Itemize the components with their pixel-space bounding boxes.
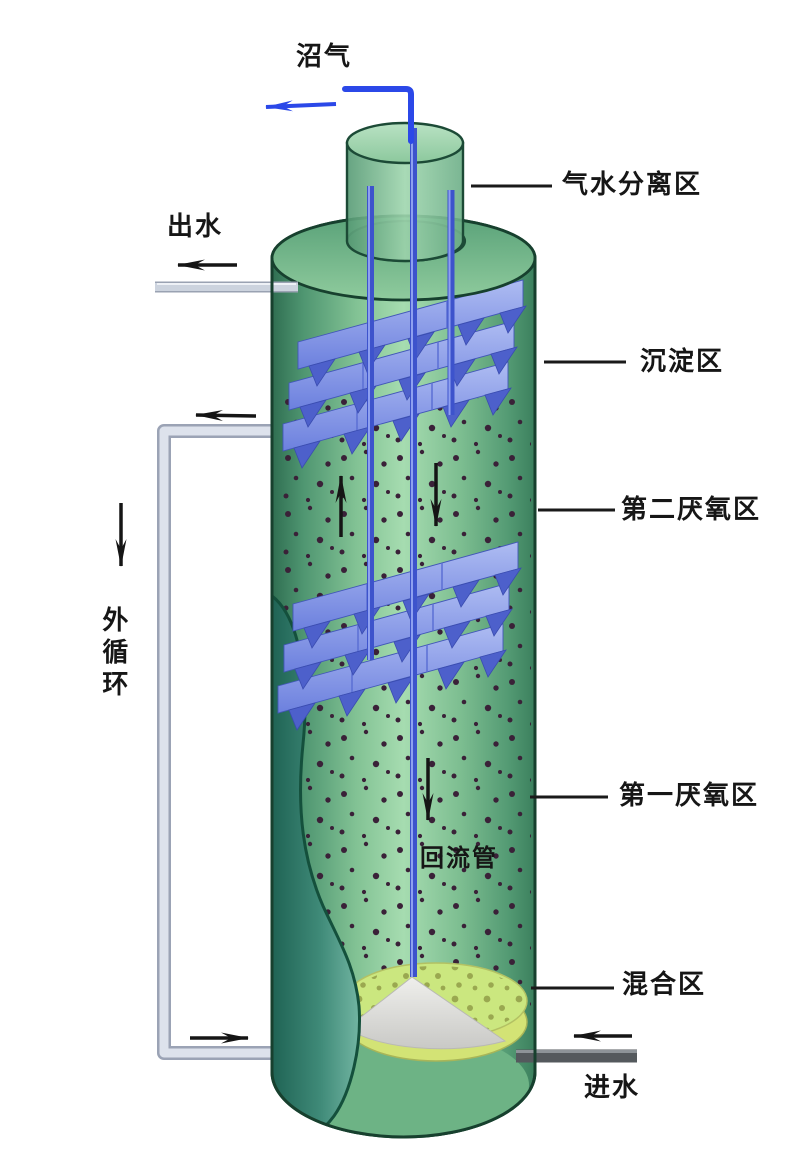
external-loop-out-arrow [195,409,257,421]
label-first-anaerobic-zone: 第一厌氧区 [619,780,760,810]
label-gas-water-separation: 气水分离区 [562,169,703,199]
label-effluent: 出水 [167,211,224,241]
label-mixing-zone: 混合区 [622,969,707,999]
biogas-flow-arrow [265,100,337,112]
label-return-pipe: 回流管 [420,845,498,872]
label-biogas: 沼气 [296,41,353,71]
riser-pipes [367,128,455,977]
label-sedimentation: 沉淀区 [640,346,725,376]
label-second-anaerobic-zone: 第二厌氧区 [621,494,762,524]
cutaway-wall [272,592,361,1137]
gas-water-separator-cylinder [345,121,465,263]
label-influent: 进水 [584,1072,641,1102]
external-circulation-pipe [157,424,300,1060]
effluent-pipe [155,281,298,293]
flow-arrows [115,259,632,1044]
leader-lines [471,184,626,990]
biogas-pipe [265,86,414,144]
label-external-circulation: 外循环 [98,606,129,702]
tank-outline [270,258,537,1139]
